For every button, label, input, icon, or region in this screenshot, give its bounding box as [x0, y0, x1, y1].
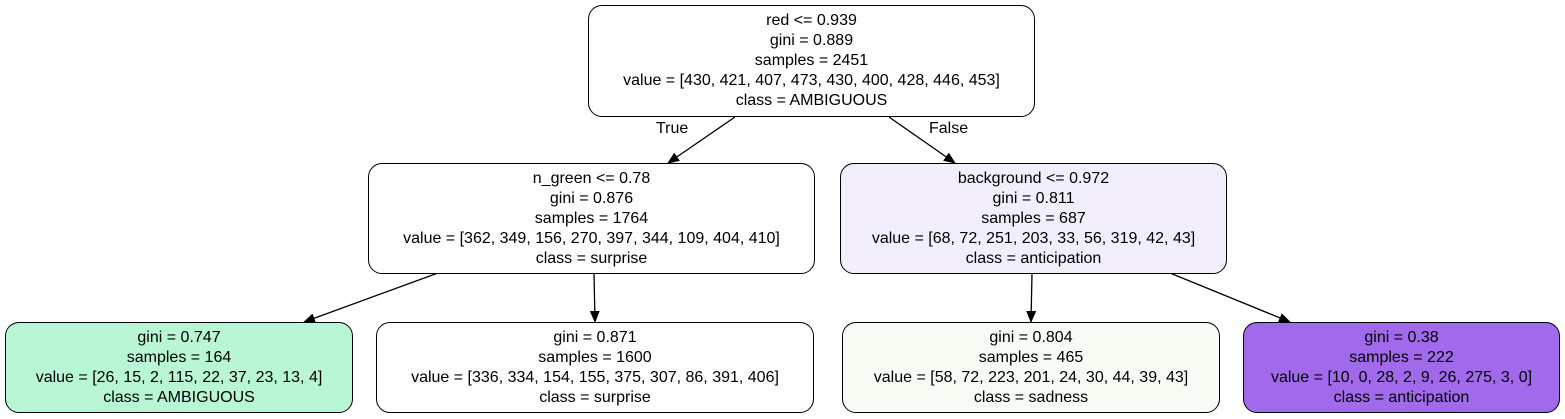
edge-label-true: True	[656, 120, 689, 137]
node-value: value = [26, 15, 2, 115, 22, 37, 23, 13,…	[35, 369, 323, 386]
edge-root-right	[888, 116, 956, 164]
node-value: value = [362, 349, 156, 270, 397, 344, 1…	[403, 230, 780, 247]
node-value: value = [10, 0, 28, 2, 9, 26, 275, 3, 0]	[1270, 369, 1533, 386]
node-gini: gini = 0.811	[992, 190, 1075, 207]
edge-root-left	[667, 116, 736, 164]
leaf-right-right: gini = 0.38 samples = 222 value = [10, 0…	[1243, 322, 1560, 413]
leaf-right-left: gini = 0.804 samples = 465 value = [58, …	[842, 322, 1220, 413]
node-class: class = AMBIGUOUS	[103, 389, 255, 406]
leaf-left-left: gini = 0.747 samples = 164 value = [26, …	[5, 322, 353, 413]
node-gini: gini = 0.747	[137, 329, 221, 346]
node-class: class = surprise	[535, 250, 648, 267]
node-class: class = sadness	[973, 389, 1089, 406]
node-samples: samples = 222	[1349, 349, 1454, 366]
node-gini: gini = 0.38	[1364, 329, 1439, 346]
node-value: value = [68, 72, 251, 203, 33, 56, 319, …	[871, 230, 1196, 247]
node-gini: gini = 0.889	[769, 32, 854, 49]
node-value: value = [430, 421, 407, 473, 430, 400, 4…	[623, 72, 1000, 89]
edge-left-leftleft	[303, 272, 439, 323]
node-left: n_green <= 0.78 gini = 0.876 samples = 1…	[368, 163, 815, 274]
node-split: background <= 0.972	[957, 170, 1110, 187]
node-samples: samples = 2451	[754, 52, 869, 69]
edge-left-leftright	[589, 272, 600, 323]
node-class: class = anticipation	[965, 250, 1102, 267]
node-samples: samples = 1600	[538, 349, 652, 366]
node-samples: samples = 164	[126, 349, 232, 366]
node-class: class = surprise	[539, 389, 651, 406]
node-root: red <= 0.939 gini = 0.889 samples = 2451…	[588, 5, 1035, 117]
edge-label-false: False	[929, 120, 969, 137]
node-class: class = anticipation	[1333, 389, 1470, 406]
node-value: value = [336, 334, 154, 155, 375, 307, 8…	[411, 369, 779, 386]
node-samples: samples = 465	[978, 349, 1084, 366]
node-split: n_green <= 0.78	[532, 170, 651, 187]
node-value: value = [58, 72, 223, 201, 24, 30, 44, 3…	[873, 369, 1189, 386]
node-samples: samples = 1764	[534, 210, 649, 227]
node-gini: gini = 0.804	[989, 329, 1073, 346]
node-class: class = AMBIGUOUS	[735, 92, 888, 109]
node-split: red <= 0.939	[766, 12, 857, 29]
leaf-left-right: gini = 0.871 samples = 1600 value = [336…	[376, 322, 814, 413]
edge-right-rightright	[1169, 272, 1291, 323]
node-gini: gini = 0.871	[553, 329, 637, 346]
node-samples: samples = 687	[981, 210, 1086, 227]
node-gini: gini = 0.876	[549, 190, 634, 207]
edge-right-rightleft	[1026, 272, 1037, 323]
node-right: background <= 0.972 gini = 0.811 samples…	[840, 163, 1227, 274]
